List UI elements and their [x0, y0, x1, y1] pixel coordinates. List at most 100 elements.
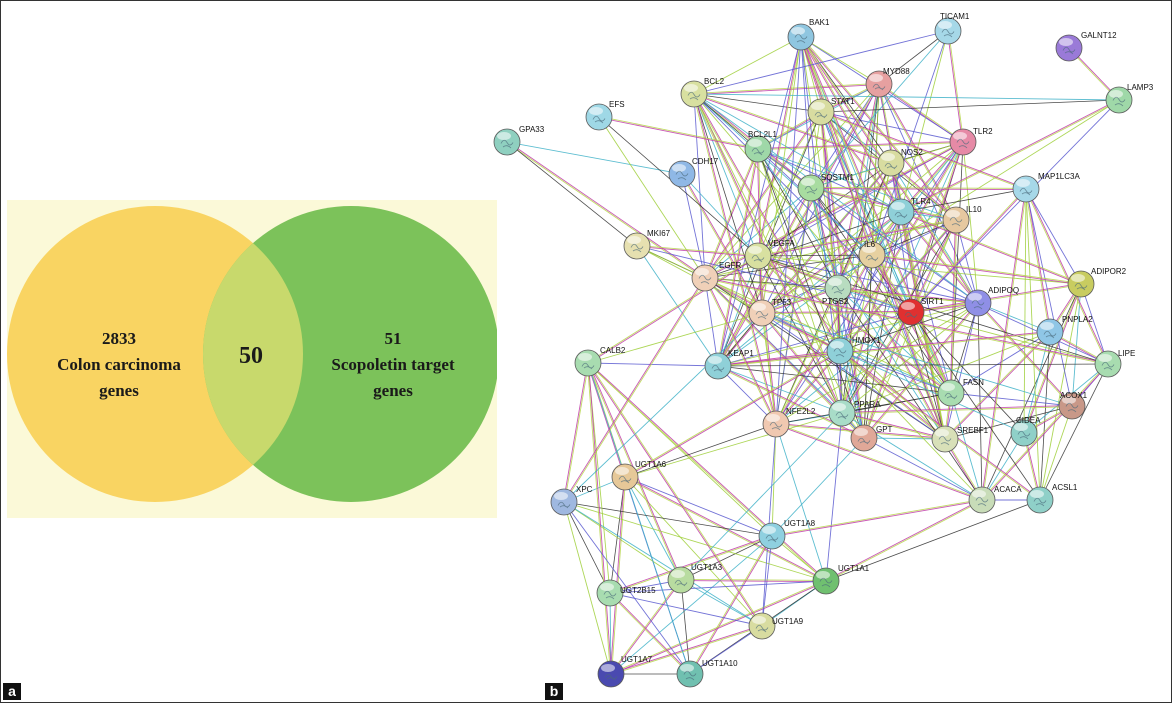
- edge-IL10-NFE2L2: [776, 220, 957, 425]
- node-highlight: [901, 302, 915, 310]
- node-tlr4[interactable]: TLR4: [887, 197, 931, 226]
- node-ugt1a9[interactable]: UGT1A9: [748, 612, 804, 640]
- edge-TP53-SREBF1: [761, 312, 946, 440]
- edge-IL6-LIPE: [871, 254, 1109, 365]
- node-ugt2b15[interactable]: UGT2B15: [596, 579, 656, 607]
- node-pnpla2[interactable]: PNPLA2: [1036, 315, 1093, 346]
- node-srebf1[interactable]: SREBF1: [931, 425, 989, 453]
- node-lipe[interactable]: LIPE: [1094, 349, 1135, 378]
- node-label: PTGS2: [822, 297, 849, 306]
- node-nfe2l2[interactable]: NFE2L2: [762, 407, 816, 438]
- node-il10[interactable]: IL10: [942, 205, 982, 234]
- node-ugt1a1[interactable]: UGT1A1: [812, 564, 870, 595]
- node-cidea[interactable]: CIDEA: [1010, 416, 1041, 447]
- edge-TP53-BCL2: [693, 93, 763, 314]
- node-bcl2[interactable]: BCL2: [680, 77, 725, 108]
- node-bcl2l1[interactable]: BCL2L1: [744, 130, 777, 163]
- edge-UGT1A3-UGT1A1: [681, 578, 827, 581]
- node-highlight: [1071, 274, 1085, 282]
- node-tp53[interactable]: TP53: [748, 298, 792, 327]
- node-gpa33[interactable]: GPA33: [493, 125, 545, 156]
- node-myd88[interactable]: MYD88: [865, 67, 910, 98]
- edge-UGT1A10-XPC: [563, 501, 691, 675]
- node-bak1[interactable]: BAK1: [787, 18, 830, 51]
- node-adipoq[interactable]: ADIPOQ: [964, 286, 1019, 317]
- node-xpc[interactable]: XPC: [550, 485, 593, 516]
- edge-CDH17-VEGFA: [681, 173, 759, 257]
- edge-STAT1-TLR2: [820, 111, 964, 143]
- node-acox1[interactable]: ACOX1: [1058, 391, 1088, 420]
- edge-MKI67-SIRT1: [636, 245, 912, 313]
- edge-UGT1A1-XPC: [563, 501, 827, 582]
- edge-TLR2-ADIPOQ: [962, 141, 979, 304]
- edge-HMOX1-BCL2L1: [757, 148, 841, 352]
- node-highlight: [1040, 322, 1054, 330]
- node-highlight: [497, 132, 511, 140]
- node-efs[interactable]: EFS: [585, 100, 625, 131]
- node-ugt1a8[interactable]: UGT1A8: [758, 519, 816, 550]
- protein-structure-icon: [833, 347, 847, 358]
- node-lamp3[interactable]: LAMP3: [1105, 83, 1154, 114]
- node-tlr2[interactable]: TLR2: [949, 127, 993, 156]
- edge-XPC-EGFR: [563, 277, 705, 502]
- edge-ACOX1-ACSL1: [1039, 405, 1073, 501]
- edge-GPT-UGT1A8: [771, 437, 865, 537]
- protein-structure-icon: [603, 590, 617, 600]
- node-sqstm1[interactable]: SQSTM1: [797, 173, 854, 202]
- edge-XPC-TP53: [563, 312, 763, 503]
- edge-SIRT1-PPARA: [842, 312, 912, 414]
- edge-LAMP3-STAT1: [820, 99, 1120, 113]
- edge-GPA33-EGFR: [507, 141, 706, 278]
- edge-MYD88-SQSTM1: [810, 83, 880, 189]
- protein-structure-icon: [938, 435, 952, 446]
- edge-PNPLA2-CIDEA: [1023, 331, 1051, 434]
- node-ugt1a6[interactable]: UGT1A6: [611, 460, 667, 491]
- node-sirt1[interactable]: SIRT1: [897, 297, 944, 326]
- edge-UGT1A1-UGT1A7: [611, 581, 827, 675]
- node-acaca[interactable]: ACACA: [968, 485, 1022, 514]
- edge-NOS2-PTGS2: [838, 163, 892, 289]
- node-label: NOS2: [901, 148, 923, 157]
- node-adipor2[interactable]: ADIPOR2: [1067, 267, 1127, 298]
- node-map1lc3a[interactable]: MAP1LC3A: [1012, 172, 1080, 203]
- node-gpt[interactable]: GPT: [850, 424, 893, 452]
- node-label: UGT1A6: [635, 460, 667, 469]
- node-ugt1a3[interactable]: UGT1A3: [667, 563, 723, 594]
- node-keap1[interactable]: KEAP1: [704, 349, 754, 380]
- node-mki67[interactable]: MKI67: [623, 229, 671, 260]
- edge-UGT1A8-ACACA: [772, 500, 983, 538]
- node-ugt1a7[interactable]: UGT1A7: [597, 655, 653, 688]
- edge-STAT1-MAP1LC3A: [821, 111, 1027, 189]
- node-vegfa[interactable]: VEGFA: [744, 239, 795, 270]
- node-hmox1[interactable]: HMOX1: [826, 336, 881, 365]
- edge-BCL2-BAK1: [693, 36, 802, 95]
- protein-structure-icon: [835, 411, 849, 420]
- node-highlight: [946, 210, 960, 218]
- node-label: MYD88: [883, 67, 910, 76]
- node-highlight: [881, 153, 895, 161]
- edge-ACOX1-SREBF1: [944, 405, 1073, 440]
- edge-ADIPOR2-TLR4: [901, 211, 1082, 284]
- node-label: KEAP1: [728, 349, 754, 358]
- node-highlight: [791, 27, 805, 35]
- node-fasn[interactable]: FASN: [937, 378, 984, 407]
- node-stat1[interactable]: STAT1: [807, 97, 855, 126]
- edge-LIPE-MAP1LC3A: [1025, 189, 1108, 365]
- node-calb2[interactable]: CALB2: [574, 346, 626, 377]
- node-il6[interactable]: IL6: [858, 240, 886, 269]
- node-ticam1[interactable]: TICAM1: [934, 12, 970, 45]
- node-highlight: [1098, 354, 1112, 362]
- edge-ACACA-NFE2L2: [775, 424, 982, 501]
- edge-ADIPOR2-CIDEA: [1024, 284, 1082, 434]
- protein-structure-icon: [755, 310, 769, 320]
- node-galnt12[interactable]: GALNT12: [1055, 31, 1117, 62]
- edge-UGT1A6-HMOX1: [624, 350, 840, 477]
- edge-UGT1A1-ACACA: [825, 499, 982, 581]
- node-ptgs2[interactable]: PTGS2: [822, 274, 852, 306]
- node-ugt1a10[interactable]: UGT1A10: [676, 659, 738, 688]
- node-ppara[interactable]: PPARA: [828, 399, 881, 427]
- node-nos2[interactable]: NOS2: [877, 148, 923, 177]
- node-cdh17[interactable]: CDH17: [668, 157, 719, 188]
- node-acsl1[interactable]: ACSL1: [1026, 483, 1078, 514]
- node-egfr[interactable]: EGFR: [691, 261, 741, 292]
